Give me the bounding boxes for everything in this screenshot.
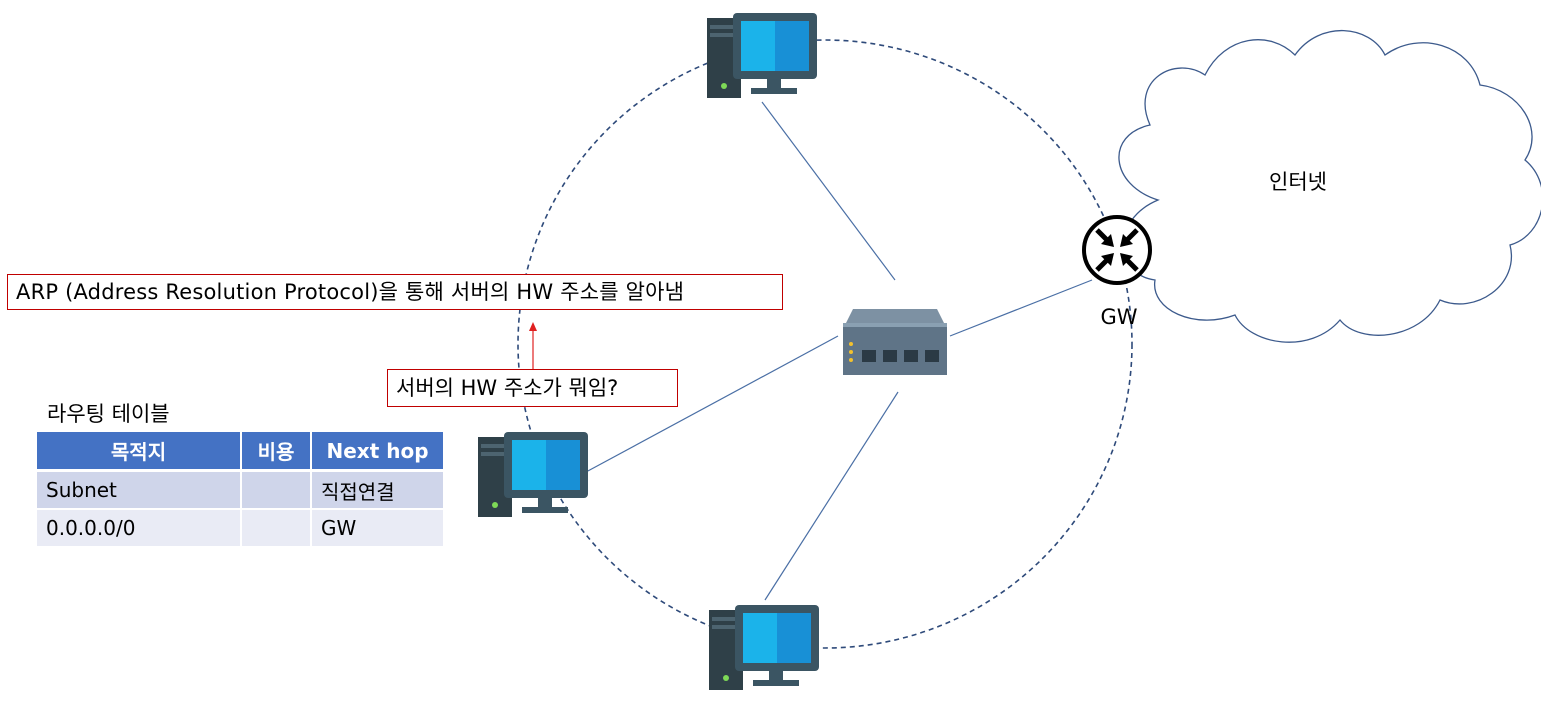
table-row: 0.0.0.0/0 GW (37, 510, 443, 548)
table-row: Subnet 직접연결 (37, 472, 443, 510)
router-icon[interactable] (1082, 215, 1152, 285)
cell-cost (242, 510, 312, 548)
cell-next-hop: 직접연결 (312, 472, 443, 510)
cloud-label: 인터넷 (1269, 170, 1327, 194)
question-callout: 서버의 HW 주소가 뭐임? (387, 369, 678, 407)
routing-table: 목적지 비용 Next hop Subnet 직접연결 0.0.0.0/0 GW (37, 432, 443, 548)
routing-table-title: 라우팅 테이블 (47, 402, 170, 426)
network-switch-icon[interactable] (843, 309, 947, 375)
column-header-next-hop: Next hop (312, 432, 443, 472)
column-header-cost: 비용 (242, 432, 312, 472)
desktop-computer-icon[interactable] (478, 432, 588, 517)
request-arrow (529, 322, 537, 369)
cell-cost (242, 472, 312, 510)
cell-destination: Subnet (37, 472, 242, 510)
desktop-computer-icon[interactable] (707, 13, 817, 98)
subnet-boundary (517, 39, 1133, 649)
cell-next-hop: GW (312, 510, 443, 548)
cloud-icon (1118, 29, 1541, 343)
cell-destination: 0.0.0.0/0 (37, 510, 242, 548)
gateway-label: GW (1100, 305, 1137, 329)
desktop-computer-icon[interactable] (709, 605, 819, 690)
arp-callout: ARP (Address Resolution Protocol)을 통해 서버… (7, 274, 783, 310)
column-header-destination: 목적지 (37, 432, 242, 472)
network-links (585, 101, 1093, 601)
